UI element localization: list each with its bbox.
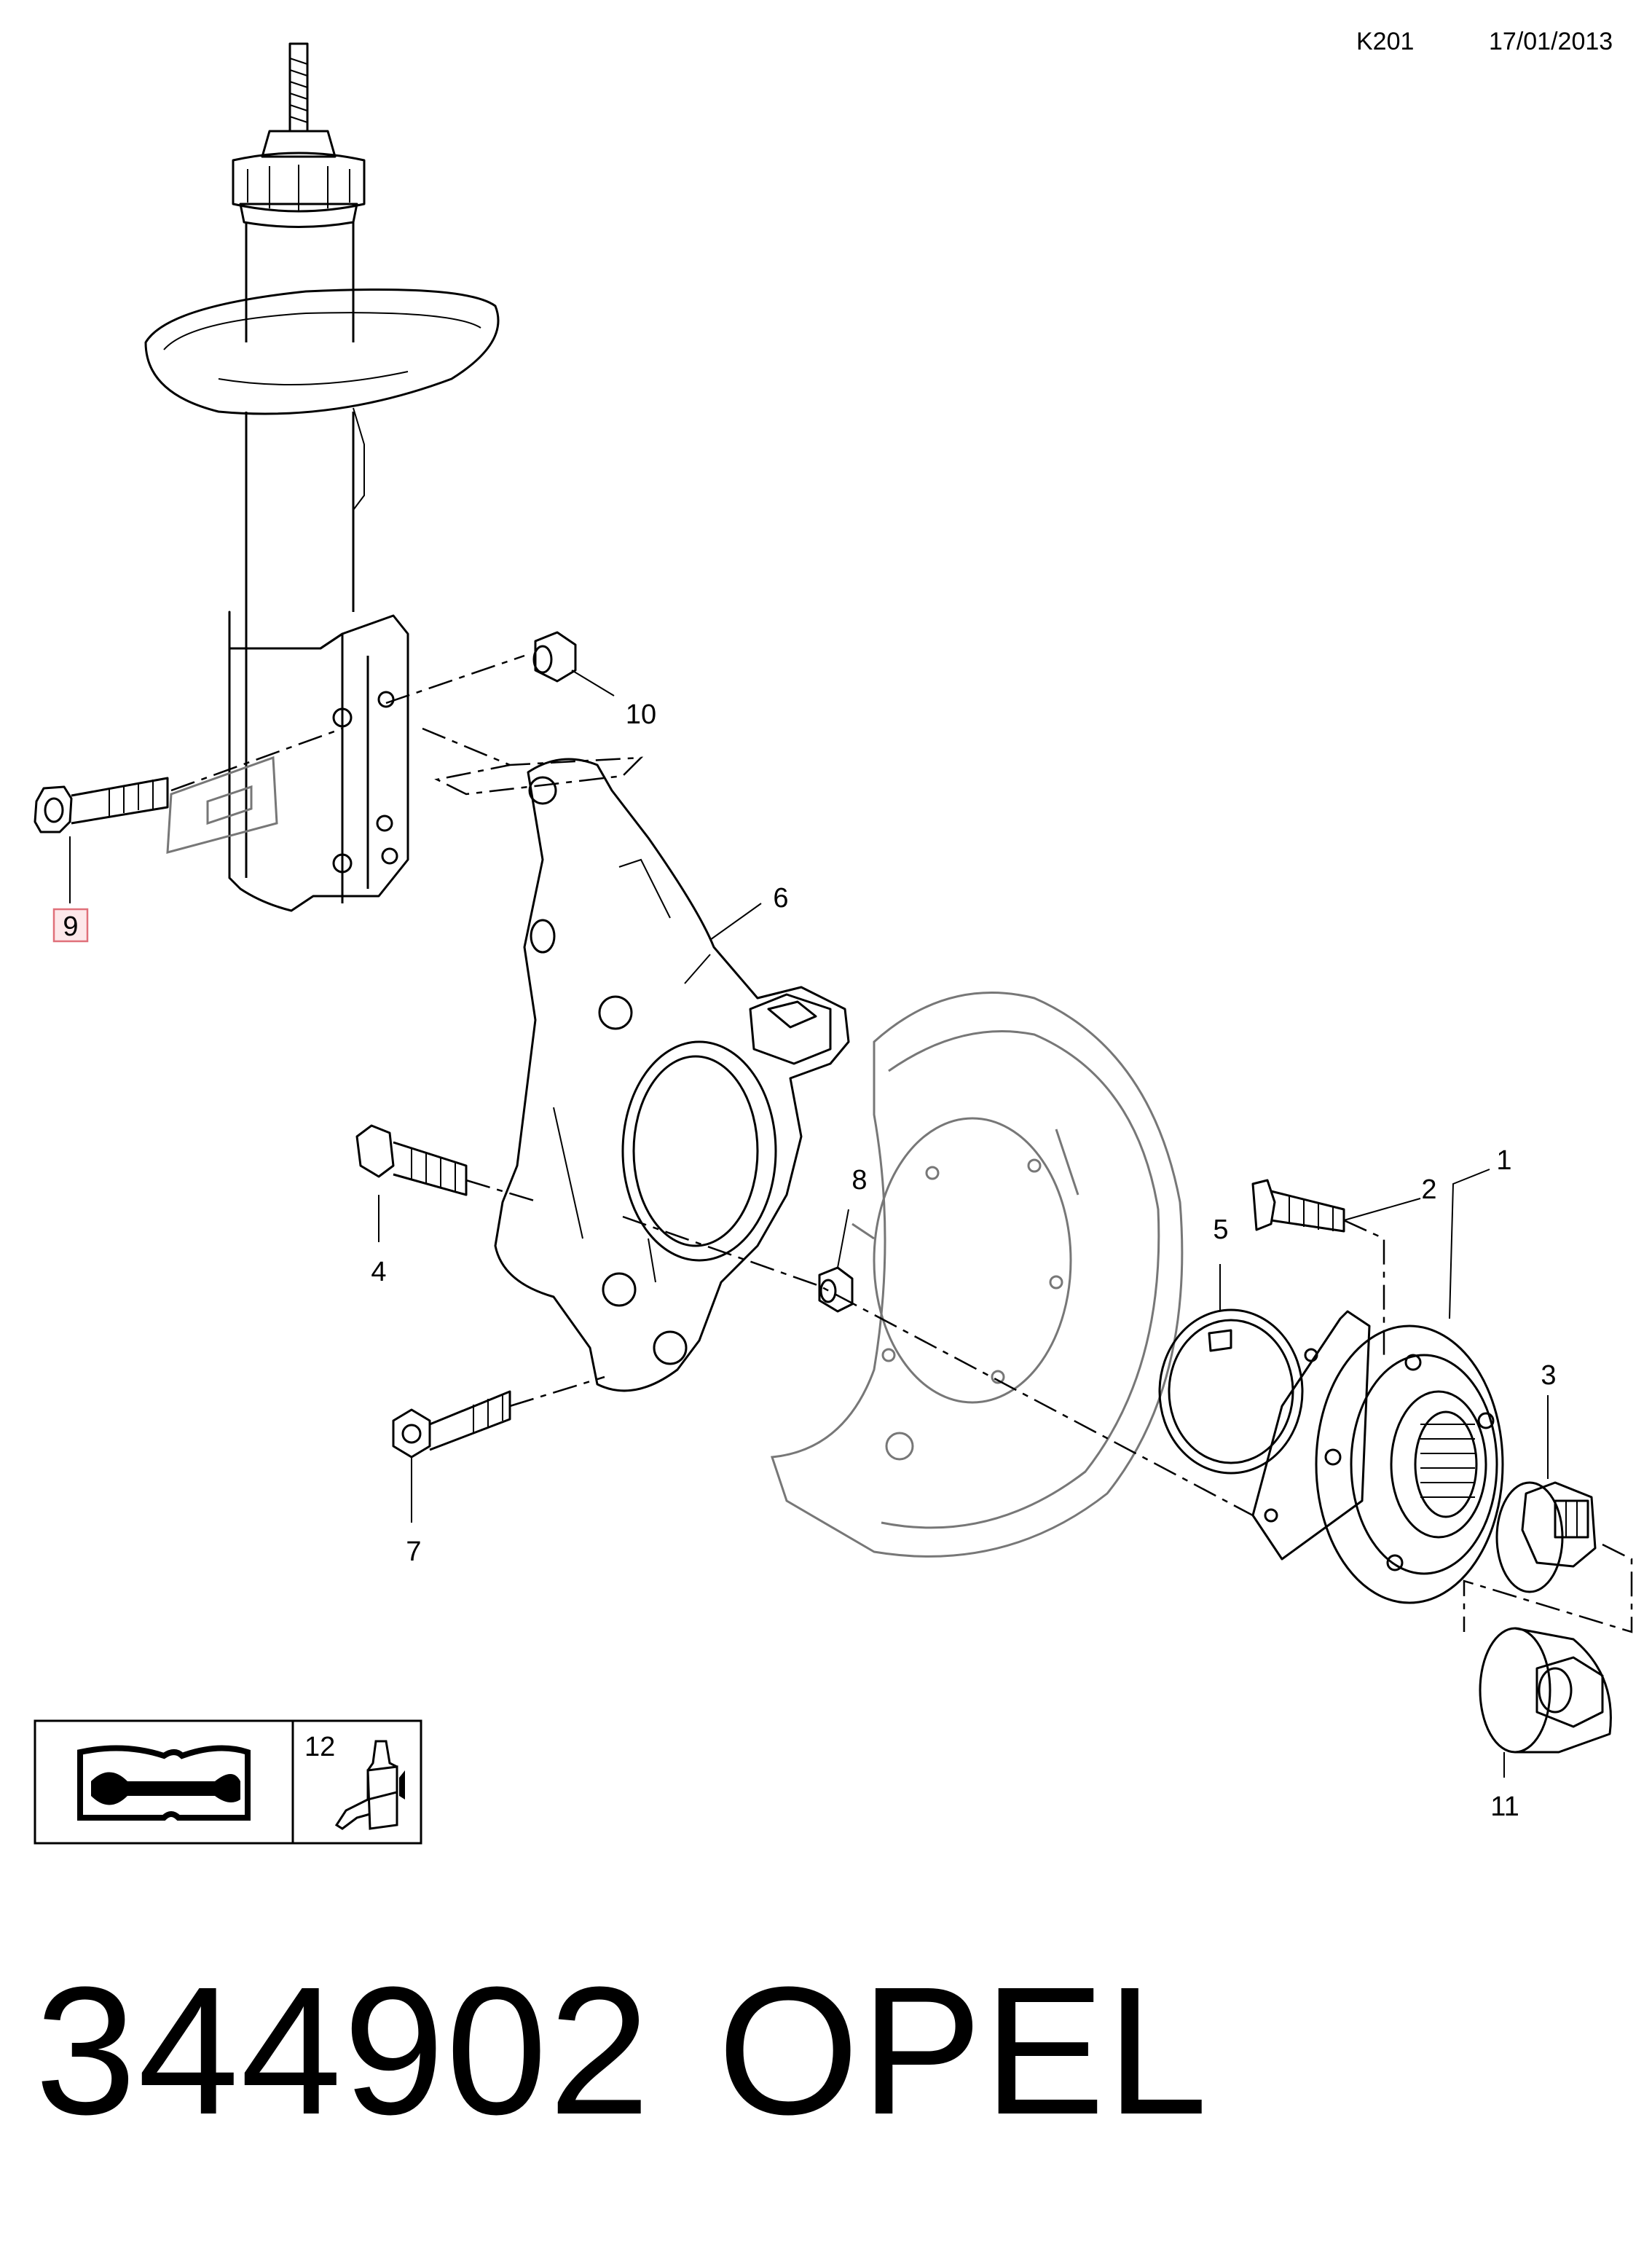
callout-4: 4 <box>371 1257 386 1287</box>
wheel-stud-2 <box>1251 1179 1345 1233</box>
hub-nut-3 <box>1495 1481 1597 1593</box>
nut-8 <box>818 1266 854 1313</box>
callout-12: 12 <box>304 1732 335 1762</box>
callout-1: 1 <box>1496 1145 1511 1176</box>
bolt-9 <box>34 777 169 833</box>
callout-labels: 1 2 3 4 5 6 7 8 9 10 11 <box>52 699 1557 1822</box>
callout-6: 6 <box>773 883 788 914</box>
strut-assembly <box>144 42 500 912</box>
callout-7: 7 <box>406 1536 421 1567</box>
dust-cap-11 <box>1479 1627 1612 1754</box>
wheel-hub-1 <box>1251 1310 1504 1604</box>
callout-9: 9 <box>63 911 78 942</box>
diagram-code: K201 <box>1356 28 1415 55</box>
legend-box: 12 <box>34 1719 422 1845</box>
callout-11: 11 <box>1490 1791 1519 1822</box>
brake-dust-shield <box>770 992 1184 1558</box>
callout-8: 8 <box>851 1165 867 1196</box>
part-number: 344902 <box>35 1949 652 2152</box>
retaining-ring-5 <box>1158 1308 1304 1475</box>
callout-5: 5 <box>1213 1214 1228 1245</box>
callout-2: 2 <box>1421 1174 1436 1205</box>
diagram-date: 17/01/2013 <box>1489 28 1613 55</box>
callout-9-highlight <box>52 908 89 943</box>
repair-manual-icon <box>77 1745 251 1821</box>
callout-3: 3 <box>1541 1360 1556 1391</box>
assembly-lines <box>170 654 1633 1633</box>
bolt-4 <box>355 1124 468 1196</box>
steering-knuckle-6 <box>494 758 850 1392</box>
brand-name: OPEL <box>717 1949 1209 2152</box>
adhesive-bottle-icon <box>334 1740 405 1830</box>
nut-10 <box>532 631 577 683</box>
callout-10: 10 <box>626 699 656 730</box>
bolt-7 <box>392 1390 511 1459</box>
leader-lines <box>69 670 1549 1778</box>
